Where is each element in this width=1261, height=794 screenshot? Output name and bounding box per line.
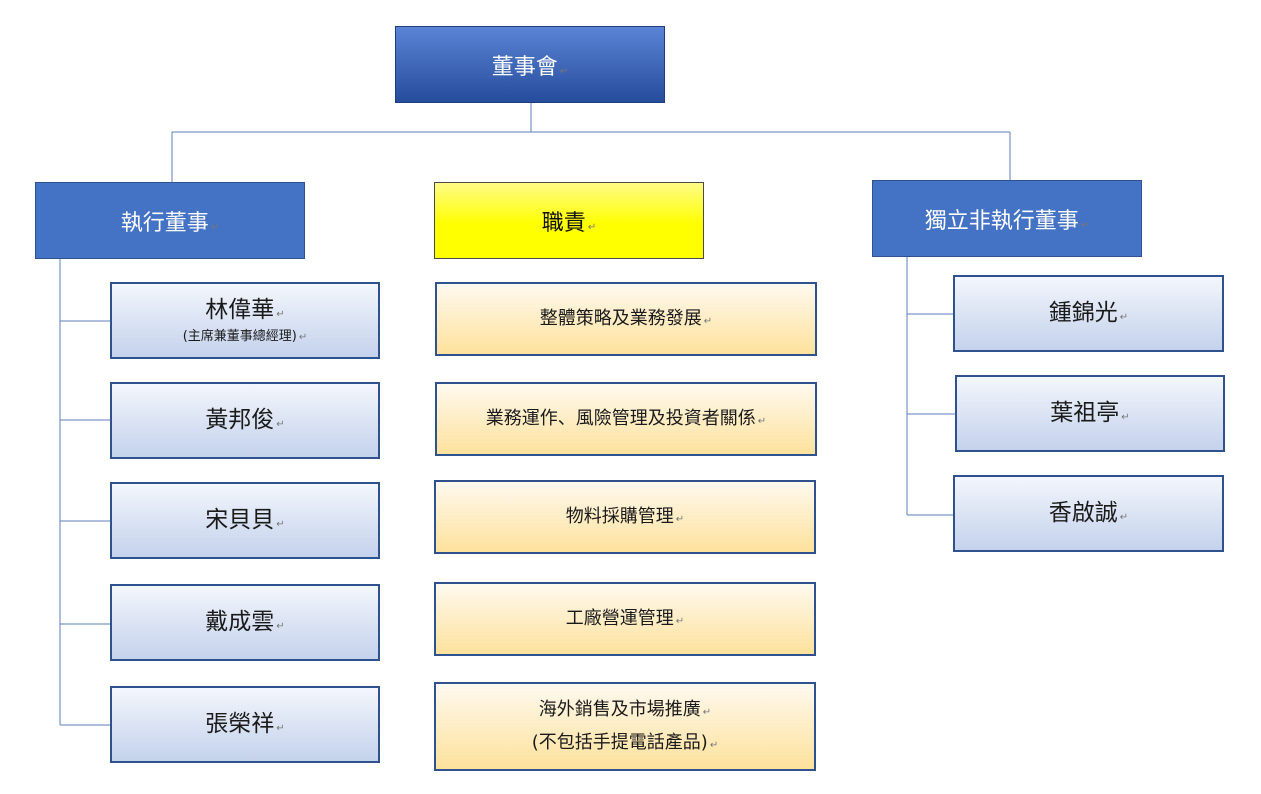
member-note: (主席兼董事總經理) [182,328,297,344]
member-name: 葉祖亭 [1050,400,1120,427]
duties-header: 職責↵ [434,182,704,259]
duty-text: 工廠營運管理 [565,607,674,629]
paragraph-mark-icon: ↵ [276,621,285,633]
paragraph-mark-icon: ↵ [675,615,685,627]
paragraph-mark-icon: ↵ [702,707,712,719]
member-name: 香啟誠 [1048,500,1118,527]
paragraph-mark-icon: ↵ [559,65,569,77]
independent-member: 香啟誠↵ [953,475,1224,552]
paragraph-mark-icon: ↵ [210,221,220,233]
paragraph-mark-icon: ↵ [1119,312,1129,324]
duty-item: 業務運作、風險管理及投資者關係↵ [435,382,817,456]
duties-title: 職責 [541,210,586,236]
paragraph-mark-icon: ↵ [276,419,285,431]
independent-directors-header: 獨立非執行董事↵ [872,180,1142,257]
paragraph-mark-icon: ↵ [587,221,597,233]
member-name: 鍾錦光 [1048,300,1118,327]
duty-text: 海外銷售及市場推廣 [538,699,701,721]
paragraph-mark-icon: ↵ [1080,219,1090,231]
duty-item: 工廠營運管理↵ [434,582,816,656]
duty-item: 物料採購管理↵ [434,480,816,554]
executive-member: 宋貝貝↵ [110,482,380,559]
member-name: 戴成雲 [205,609,275,636]
paragraph-mark-icon: ↵ [276,519,285,531]
duty-text-secondary: (不包括手提電話產品) [531,731,708,753]
duty-text: 物料採購管理 [565,505,674,527]
paragraph-mark-icon: ↵ [1119,512,1129,524]
paragraph-mark-icon: ↵ [276,309,285,320]
paragraph-mark-icon: ↵ [709,739,719,751]
executive-member: 張榮祥↵ [110,686,380,763]
member-name: 張榮祥 [205,711,275,738]
paragraph-mark-icon: ↵ [757,415,767,427]
duty-item: 海外銷售及市場推廣↵ (不包括手提電話產品)↵ [434,682,816,771]
executive-title: 執行董事 [120,210,209,236]
paragraph-mark-icon: ↵ [703,315,713,327]
paragraph-mark-icon: ↵ [298,331,308,343]
independent-title: 獨立非執行董事 [924,208,1079,234]
executive-directors-header: 執行董事↵ [35,182,305,259]
executive-member: 戴成雲↵ [110,584,380,661]
member-name: 宋貝貝 [205,507,275,534]
paragraph-mark-icon: ↵ [276,723,285,735]
member-name: 林偉華 [205,297,275,323]
independent-member: 鍾錦光↵ [953,275,1224,352]
executive-member: 林偉華↵ (主席兼董事總經理)↵ [110,282,380,359]
duty-text: 整體策略及業務發展 [539,307,702,329]
duty-text: 業務運作、風險管理及投資者關係 [485,407,756,429]
executive-member: 黃邦俊↵ [110,382,380,459]
board-label: 董事會 [491,54,558,80]
board-node: 董事會↵ [395,26,665,103]
duty-item: 整體策略及業務發展↵ [435,282,817,356]
paragraph-mark-icon: ↵ [1121,412,1130,424]
member-name: 黃邦俊 [205,407,275,434]
independent-member: 葉祖亭↵ [955,375,1225,452]
paragraph-mark-icon: ↵ [675,513,685,525]
